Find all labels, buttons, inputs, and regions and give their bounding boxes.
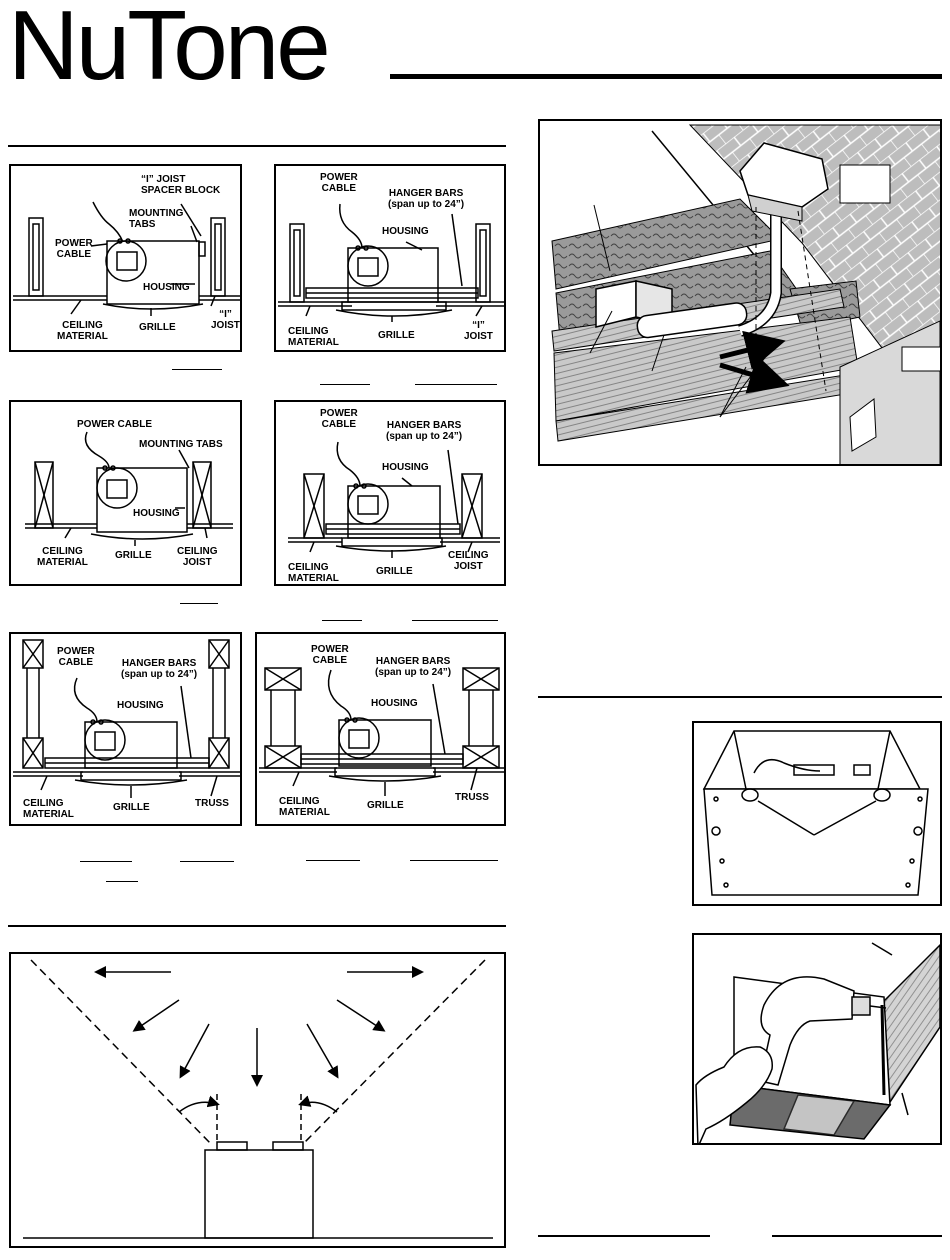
nutone-logo: NuTone® — [8, 0, 331, 100]
label-i-joist: “I” JOIST — [211, 309, 240, 331]
label-spacer-block: “I” JOIST SPACER BLOCK — [141, 174, 221, 196]
figure-joist-hanger-bars: POWER CABLE HANGER BARS (span up to 24”)… — [274, 400, 506, 586]
figure-truss-hanger-bars-b: POWER CABLE HANGER BARS (span up to 24”)… — [255, 632, 506, 826]
label-grille: GRILLE — [113, 802, 150, 813]
caption-blank — [410, 860, 498, 861]
caption-blank — [306, 860, 360, 861]
label-power-cable: POWER CABLE — [320, 408, 358, 430]
label-power-cable: POWER CABLE — [57, 646, 95, 668]
label-housing: HOUSING — [371, 698, 418, 709]
label-ceiling-material: CEILING MATERIAL — [288, 562, 339, 584]
figure-joist-mounting-tabs: POWER CABLE MOUNTING TABS HOUSING CEILIN… — [9, 400, 242, 586]
caption-blank — [412, 620, 498, 621]
figure-roof-duct-installation — [538, 119, 942, 466]
label-housing: HOUSING — [133, 508, 180, 519]
label-mounting-tabs: MOUNTING TABS — [139, 439, 223, 450]
label-power-cable: POWER CABLE — [77, 419, 152, 430]
figure-housing-top-view — [692, 721, 942, 906]
figure-truss-hanger-bars-a: POWER CABLE HANGER BARS (span up to 24”)… — [9, 632, 242, 826]
label-ceiling-joist: CEILING JOIST — [448, 550, 489, 572]
label-hanger-bars: HANGER BARS (span up to 24”) — [386, 420, 463, 442]
label-grille: GRILLE — [139, 322, 176, 333]
figure-drill-mounting — [692, 933, 942, 1145]
section-rule-left-bottom — [8, 925, 506, 927]
label-housing: HOUSING — [382, 462, 429, 473]
label-ceiling-material: CEILING MATERIAL — [288, 326, 339, 348]
label-grille: GRILLE — [378, 330, 415, 341]
caption-blank — [172, 369, 222, 370]
caption-blank — [80, 861, 132, 862]
label-ceiling-material: CEILING MATERIAL — [57, 320, 108, 342]
caption-blank — [415, 384, 497, 385]
label-ceiling-material: CEILING MATERIAL — [23, 798, 74, 820]
label-housing: HOUSING — [143, 282, 190, 293]
section-rule-right-mid — [538, 696, 942, 698]
caption-blank — [180, 861, 234, 862]
label-hanger-bars: HANGER BARS (span up to 24”) — [388, 188, 465, 210]
label-ceiling-joist: CEILING JOIST — [177, 546, 218, 568]
label-power-cable: POWER CABLE — [320, 172, 358, 194]
label-hanger-bars: HANGER BARS (span up to 24”) — [375, 656, 452, 678]
label-i-joist: “I” JOIST — [464, 320, 493, 342]
figure-ijoist-hanger-bars: POWER CABLE HANGER BARS (span up to 24”)… — [274, 164, 506, 352]
label-hanger-bars: HANGER BARS (span up to 24”) — [121, 658, 198, 680]
caption-blank — [106, 881, 138, 882]
label-power-cable: POWER CABLE — [55, 238, 93, 260]
label-mounting-tabs: MOUNTING TABS — [129, 208, 184, 230]
label-grille: GRILLE — [367, 800, 404, 811]
label-ceiling-material: CEILING MATERIAL — [37, 546, 88, 568]
caption-blank — [320, 384, 370, 385]
label-truss: TRUSS — [195, 798, 229, 809]
label-grille: GRILLE — [115, 550, 152, 561]
section-rule-left-top — [8, 145, 506, 147]
section-rule-right-bottom-b — [772, 1235, 942, 1237]
label-grille: GRILLE — [376, 566, 413, 577]
caption-blank — [180, 603, 218, 604]
header-rule — [390, 74, 942, 79]
figure-light-distribution — [9, 952, 506, 1248]
label-housing: HOUSING — [382, 226, 429, 237]
section-rule-right-bottom-a — [538, 1235, 710, 1237]
label-truss: TRUSS — [455, 792, 489, 803]
label-ceiling-material: CEILING MATERIAL — [279, 796, 330, 818]
caption-blank — [322, 620, 362, 621]
label-housing: HOUSING — [117, 700, 164, 711]
figure-ijoist-mounting-tabs: “I” JOIST SPACER BLOCK MOUNTING TABS POW… — [9, 164, 242, 352]
label-power-cable: POWER CABLE — [311, 644, 349, 666]
